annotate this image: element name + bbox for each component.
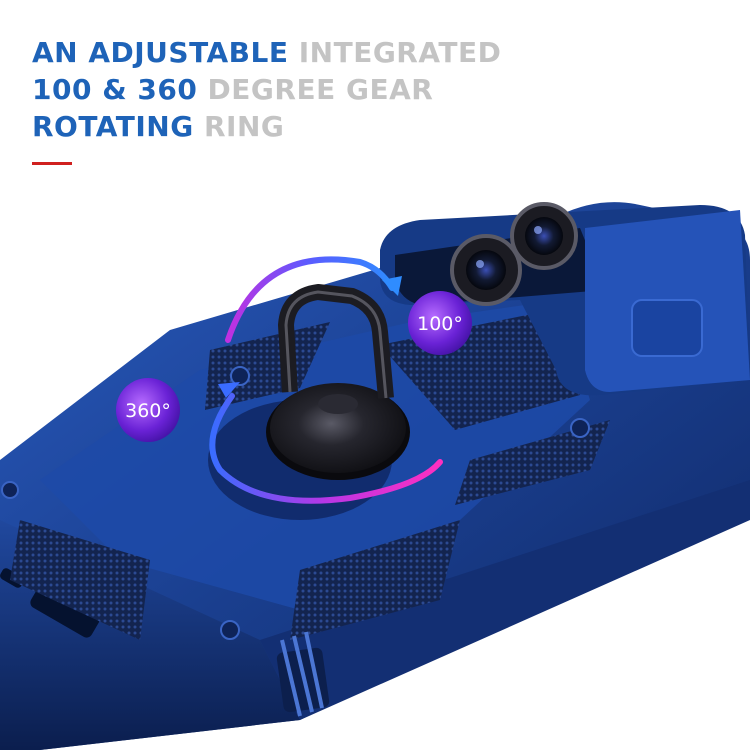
camera-lens-icon: [450, 234, 522, 306]
accent-divider: [32, 162, 72, 165]
screw: [230, 366, 250, 386]
rotating-ring-holder: [208, 284, 410, 520]
headline-line-3-rest: RING: [193, 110, 285, 143]
headline-line-3-highlight: ROTATING: [32, 110, 194, 143]
screw: [220, 620, 240, 640]
headline: AN ADJUSTABLE INTEGRATED 100 & 360 DEGRE…: [32, 34, 552, 145]
screw: [570, 418, 590, 438]
headline-line-1: AN ADJUSTABLE INTEGRATED: [32, 34, 552, 71]
badge-100-label: 100°: [417, 313, 463, 335]
rotation-100-badge: [408, 291, 472, 355]
curved-arrow-icon: [209, 382, 443, 504]
camera-lens-icon: [510, 202, 578, 270]
headline-line-2-highlight: 100 & 360: [32, 73, 198, 106]
headline-line-3: ROTATING RING: [32, 108, 552, 145]
headline-line-2-rest: DEGREE GEAR: [197, 73, 434, 106]
curved-arrow-icon: [225, 256, 402, 343]
badge-360-label: 360°: [125, 400, 171, 422]
camera-module: [380, 202, 750, 396]
screw: [1, 481, 19, 499]
rotation-360-badge: [116, 378, 180, 442]
charging-port: [30, 584, 100, 638]
headline-line-1-rest: INTEGRATED: [288, 36, 502, 69]
headline-line-2: 100 & 360 DEGREE GEAR: [32, 71, 552, 108]
headline-line-1-highlight: AN ADJUSTABLE: [32, 36, 289, 69]
camera-slider-tab: [631, 299, 703, 357]
